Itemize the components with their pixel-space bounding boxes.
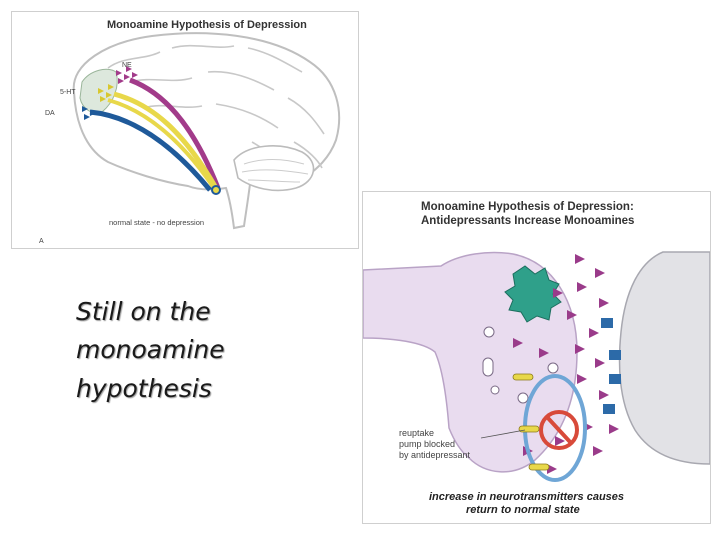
receptors bbox=[601, 318, 621, 414]
reuptake-label-line3: by antidepressant bbox=[399, 450, 471, 460]
brainstem-origin bbox=[211, 185, 221, 195]
monoamine-molecules bbox=[513, 254, 619, 474]
reuptake-pointer bbox=[480, 429, 526, 439]
slide-text-line2: monoamine bbox=[76, 335, 225, 364]
serotonin-pathway bbox=[113, 91, 219, 190]
da-terminals bbox=[82, 106, 96, 120]
serotonin-terminals bbox=[98, 84, 114, 102]
vesicles bbox=[482, 326, 559, 404]
serotonin-label: 5-HT bbox=[60, 89, 76, 96]
ne-label: NE bbox=[122, 62, 132, 69]
da-pathway bbox=[89, 109, 212, 192]
ne-terminals bbox=[116, 66, 138, 84]
synapse-diagram bbox=[363, 251, 710, 482]
mao-enzyme bbox=[504, 265, 562, 323]
ne-pathway bbox=[129, 77, 221, 189]
panel-letter: A bbox=[39, 238, 44, 245]
brain-figure-title: Monoamine Hypothesis of Depression bbox=[107, 19, 307, 31]
brain-caption: normal state - no depression bbox=[109, 218, 205, 227]
synapse-caption-line1: increase in neurotransmitters causes bbox=[429, 491, 625, 503]
slide-text-line3: hypothesis bbox=[76, 374, 212, 403]
brain-pathways-figure: Monoamine Hypothesis of Depression NE 5-… bbox=[11, 11, 359, 249]
synapse-title-line1: Monoamine Hypothesis of Depression: bbox=[421, 201, 634, 213]
synapse-caption-line2: return to normal state bbox=[466, 504, 580, 516]
brain-outline bbox=[72, 32, 341, 230]
cerebellum bbox=[233, 145, 315, 192]
block-sign bbox=[539, 410, 579, 450]
synapse-figure: Monoamine Hypothesis of Depression: Anti… bbox=[362, 191, 711, 524]
brain-diagram bbox=[72, 32, 341, 230]
da-label: DA bbox=[45, 110, 55, 117]
synapse-title-line2: Antidepressants Increase Monoamines bbox=[421, 215, 635, 227]
reuptake-label-line2: pump blocked bbox=[399, 439, 456, 449]
postsynaptic-neuron bbox=[618, 251, 710, 465]
slide-text-line1: Still on the bbox=[76, 297, 211, 326]
reuptake-label-line1: reuptake bbox=[399, 428, 435, 438]
